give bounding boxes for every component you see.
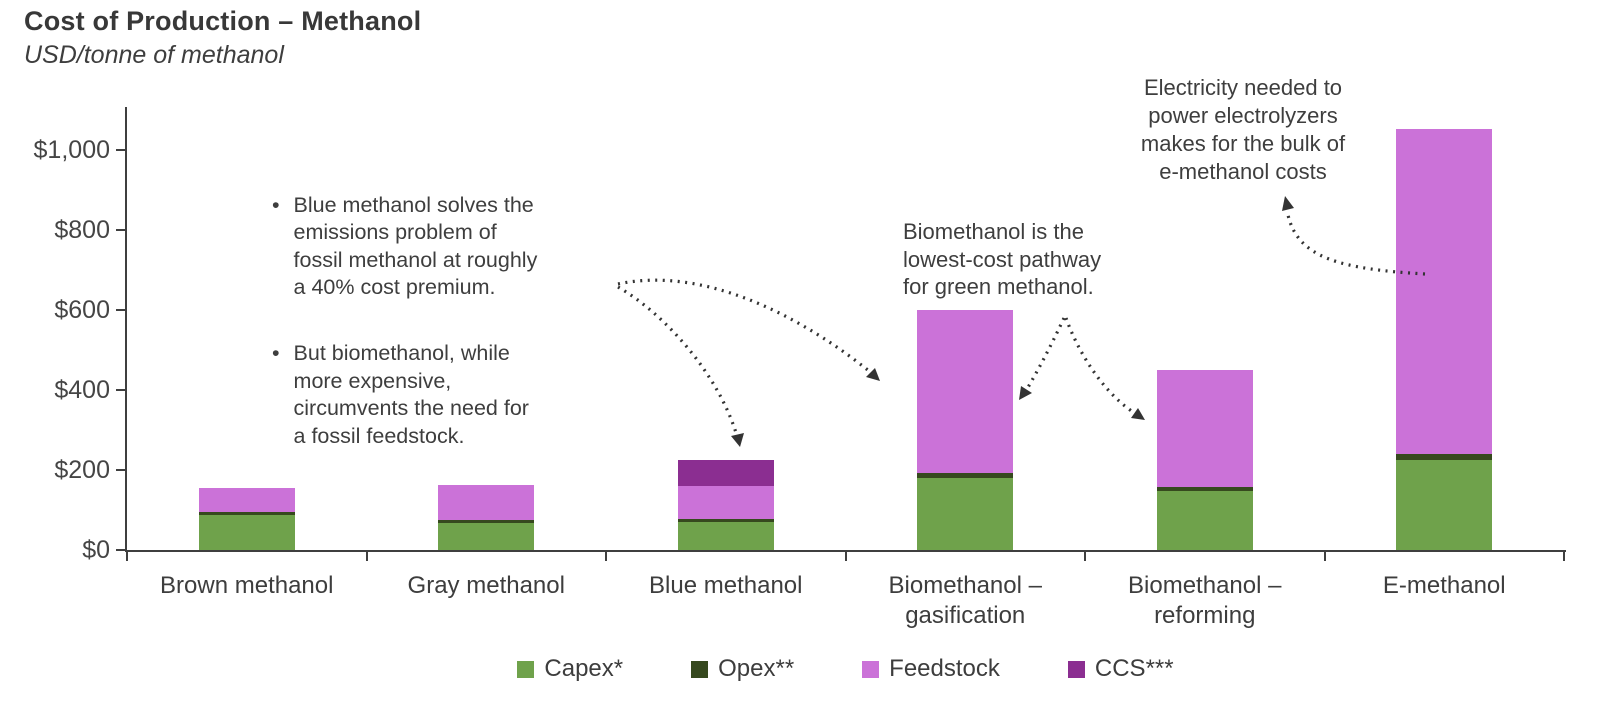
bullet-item: • But biomethanol, while more expensive,…: [272, 340, 537, 450]
arrowhead: [866, 368, 880, 381]
bullet-text-biomethanol: But biomethanol, while more expensive, c…: [293, 341, 529, 448]
x-axis-tick-mark: [844, 552, 847, 561]
y-axis-tick-label: $400: [54, 376, 110, 404]
chart-title: Cost of Production – Methanol: [24, 6, 422, 36]
bar-segment-capex: [1396, 460, 1493, 550]
y-axis-tick-mark: [116, 309, 125, 311]
arrowhead: [731, 433, 744, 447]
bullet-item: • Blue methanol solves the emissions pro…: [272, 192, 537, 302]
legend-label: Capex*: [544, 655, 624, 682]
arrowhead: [1282, 196, 1294, 211]
annotation-blue-vs-bio: • Blue methanol solves the emissions pro…: [272, 164, 537, 478]
bullet-dot: •: [272, 192, 280, 217]
bar-segment-feedstock: [438, 485, 535, 521]
bar-segment-feedstock: [198, 488, 295, 512]
category-label: E-methanol: [1382, 572, 1506, 599]
y-axis-tick-label: $200: [54, 456, 110, 484]
y-axis-tick-label: $800: [54, 216, 110, 244]
legend-item-opex: Opex**: [691, 655, 794, 683]
y-axis-tick-mark: [116, 229, 125, 231]
bar-segment-opex: [438, 520, 535, 524]
arrowhead: [1019, 386, 1032, 400]
bullet-text-blue-methanol: Blue methanol solves the emissions probl…: [293, 192, 538, 300]
bar-segment-capex: [198, 514, 295, 550]
legend-item-ccs: CCS***: [1067, 655, 1174, 683]
bar-segment-feedstock: [677, 485, 774, 520]
legend-item-feedstock: Feedstock: [862, 655, 1000, 683]
category-label: Biomethanol – gasification: [888, 572, 1042, 629]
annotation-biomethanol-lowest-cost: Biomethanol is the lowest-cost pathway f…: [903, 219, 1102, 299]
x-axis-tick-mark: [1563, 552, 1565, 561]
legend-swatch: [862, 660, 880, 678]
bullet-dot: •: [272, 341, 280, 365]
bar-segment-opex: [1156, 486, 1253, 492]
category-label: Biomethanol – reforming: [1128, 572, 1282, 629]
legend-label: Feedstock: [889, 655, 1000, 682]
bar-segment-opex: [917, 472, 1014, 478]
y-axis-tick-label: $1,000: [33, 136, 110, 164]
x-axis-tick-mark: [1323, 552, 1326, 561]
category-label: Brown methanol: [160, 572, 334, 599]
annotation-emethanol-electricity: Electricity needed to power electrolyzer…: [1140, 75, 1346, 184]
legend: Capex* Opex** Feedstock CCS***: [127, 655, 1564, 683]
arrowhead: [1131, 408, 1145, 420]
bar-segment-feedstock: [1156, 370, 1253, 487]
arrow-bullets-to-blue-methanol: [617, 285, 739, 437]
y-axis-tick-mark: [116, 469, 125, 471]
x-axis-tick-mark: [126, 552, 128, 561]
legend-swatch: [1067, 660, 1085, 678]
bar-segment-opex: [1396, 454, 1493, 460]
bar-segment-feedstock: [1396, 128, 1493, 455]
bar-segment-feedstock: [917, 310, 1014, 473]
y-axis-tick-mark: [116, 549, 125, 551]
legend-swatch: [691, 660, 709, 678]
bar-segment-capex: [438, 523, 535, 550]
bar-segment-capex: [1156, 491, 1253, 550]
y-axis-line: [125, 107, 127, 552]
x-axis-tick-mark: [605, 552, 607, 561]
bar-segment-opex: [677, 519, 774, 522]
legend-label: Opex**: [718, 655, 795, 682]
y-axis-tick-mark: [116, 389, 125, 391]
x-axis-tick-mark: [1084, 552, 1086, 561]
bar-segment-capex: [917, 478, 1014, 550]
arrow-bio-to-gasification: [1025, 317, 1066, 390]
y-axis-tick-mark: [116, 149, 125, 151]
legend-swatch: [517, 660, 535, 678]
y-axis-tick-label: $600: [54, 296, 110, 324]
legend-label: CCS***: [1094, 655, 1174, 682]
y-axis-tick-label: $0: [82, 536, 110, 564]
arrow-bullets-to-gasification: [617, 278, 871, 373]
chart-subtitle: USD/tonne of methanol: [24, 41, 284, 69]
x-axis-line: [125, 550, 1566, 552]
x-axis-tick-mark: [365, 552, 368, 561]
category-label: Gray methanol: [407, 572, 565, 599]
category-label: Blue methanol: [649, 572, 803, 599]
bar-segment-opex: [198, 512, 295, 515]
bar-segment-ccs: [677, 460, 774, 486]
bar-segment-capex: [677, 522, 774, 550]
arrow-bio-to-reforming: [1064, 317, 1134, 414]
legend-item-capex: Capex*: [517, 655, 623, 683]
